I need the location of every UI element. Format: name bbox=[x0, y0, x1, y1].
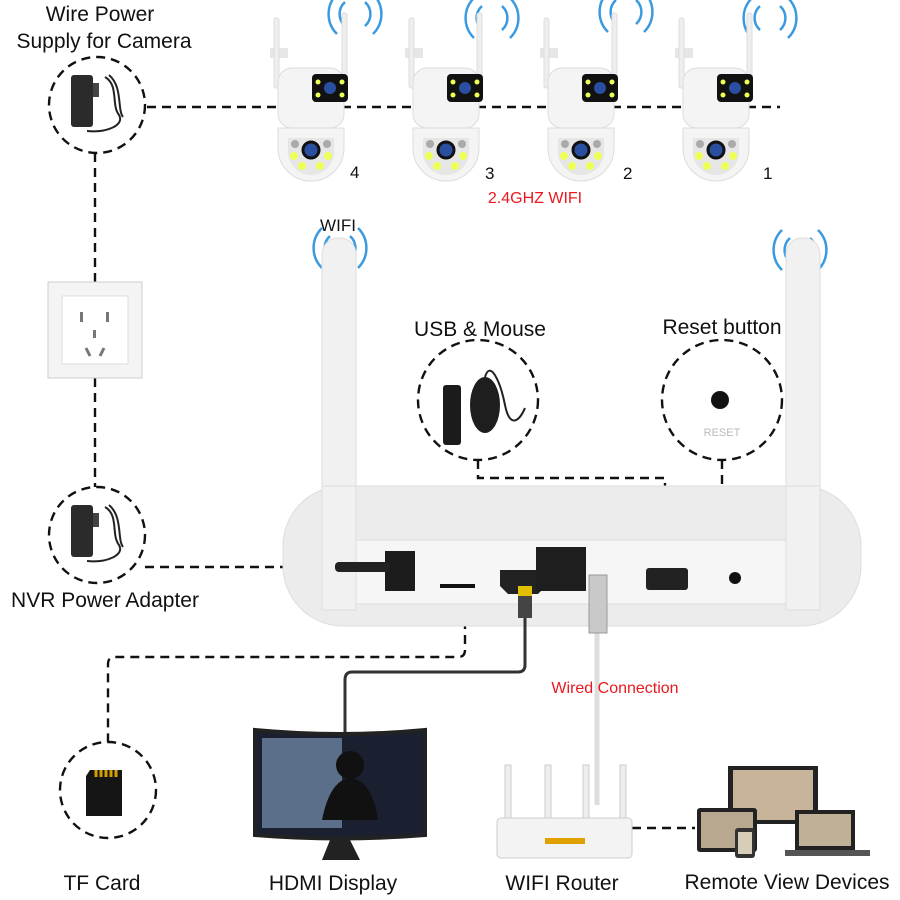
nvr-device bbox=[282, 485, 862, 627]
dc-port bbox=[385, 551, 415, 591]
camera-number: 1 bbox=[763, 164, 772, 183]
wall-socket bbox=[47, 281, 143, 379]
hdmi-port bbox=[500, 570, 546, 594]
power-adapter-icon bbox=[70, 504, 124, 563]
tf-card-circle bbox=[58, 740, 158, 840]
remote-view-devices bbox=[697, 766, 870, 858]
remote-view-devices-label: Remote View Devices bbox=[684, 871, 889, 894]
wifi-band-label: 2.4GHZ WIFI bbox=[488, 190, 582, 207]
ethernet-plug bbox=[588, 574, 608, 634]
camera-1 bbox=[673, 0, 798, 183]
power-adapter-icon bbox=[70, 74, 124, 133]
tf-slot bbox=[440, 584, 475, 588]
reset-button-icon[interactable] bbox=[711, 391, 729, 409]
nvr-adapter-circle bbox=[47, 485, 147, 585]
lan-port bbox=[536, 547, 586, 591]
camera-number: 2 bbox=[623, 164, 632, 183]
nvr-power-adapter-label: NVR Power Adapter bbox=[11, 589, 199, 612]
usb-line bbox=[476, 460, 667, 572]
tf-card-icon bbox=[86, 770, 122, 816]
camera-number: 4 bbox=[350, 163, 359, 182]
reset-hole bbox=[729, 572, 741, 584]
hdmi-display-label: HDMI Display bbox=[269, 872, 398, 895]
tf-card-label: TF Card bbox=[63, 872, 140, 895]
wifi-router bbox=[496, 764, 633, 859]
reset-text: RESET bbox=[704, 427, 741, 439]
reset-circle[interactable] bbox=[660, 338, 784, 462]
usb-dongle-icon bbox=[443, 385, 461, 445]
camera-number: 3 bbox=[485, 164, 494, 183]
wifi-router-label: WIFI Router bbox=[505, 872, 618, 895]
mouse-icon bbox=[470, 377, 500, 433]
wifi-label: WIFI bbox=[320, 216, 356, 235]
camera-4 bbox=[268, 0, 383, 183]
usb-port bbox=[646, 568, 688, 590]
hdmi-cable bbox=[343, 615, 527, 732]
camera-power-title-line2: Supply for Camera bbox=[16, 30, 191, 53]
usb-mouse-label: USB & Mouse bbox=[414, 318, 546, 341]
wired-connection-label: Wired Connection bbox=[551, 680, 678, 697]
tf-line bbox=[106, 590, 467, 742]
camera-2 bbox=[538, 0, 654, 183]
camera-power-title-line1: Wire Power bbox=[46, 3, 155, 26]
dc-plug bbox=[335, 562, 390, 572]
hdmi-display bbox=[253, 727, 427, 860]
camera-power-circle bbox=[47, 55, 147, 155]
usb-mouse-circle bbox=[416, 338, 540, 462]
reset-button-label: Reset button bbox=[662, 316, 781, 339]
camera-3 bbox=[403, 0, 520, 183]
